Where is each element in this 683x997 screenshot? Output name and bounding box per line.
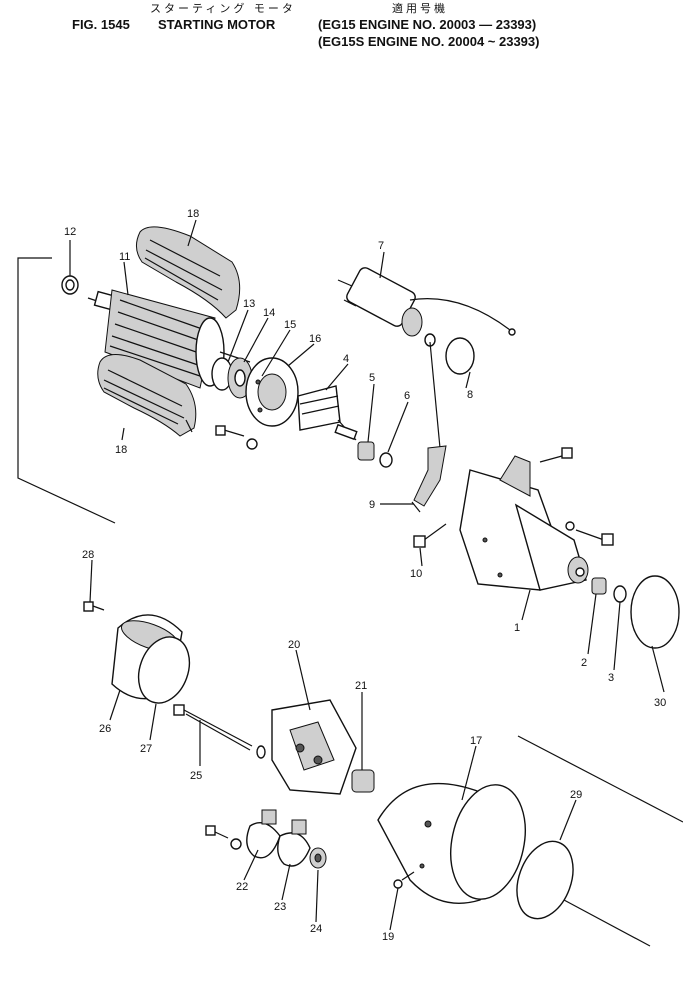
callout-24: 24 xyxy=(310,923,322,935)
pinion-clutch-part-4 xyxy=(297,385,358,441)
o-ring-part-29 xyxy=(516,840,574,920)
figure-number: FIG. 1545 xyxy=(72,17,130,32)
callout-9: 9 xyxy=(369,499,375,511)
field-coil-lower-part-18 xyxy=(97,354,197,437)
bushing-part-5 xyxy=(357,441,375,461)
callout-8: 8 xyxy=(467,389,473,401)
bushing-part-2 xyxy=(591,577,607,595)
japanese-title: スターティング モータ xyxy=(150,2,296,15)
housing-bolt-right xyxy=(565,521,614,546)
plug-part-3 xyxy=(613,585,627,603)
callout-28: 28 xyxy=(82,549,94,561)
through-bolt-part-25 xyxy=(173,704,266,759)
callout-11: 11 xyxy=(119,251,130,263)
callout-14: 14 xyxy=(263,307,275,319)
callout-18-upper: 18 xyxy=(187,208,199,220)
japanese-applicable-label: 適用号機 xyxy=(392,2,448,15)
brush-spring-part-22 xyxy=(246,809,281,859)
callout-25: 25 xyxy=(190,770,202,782)
o-ring-part-30 xyxy=(630,575,680,649)
o-ring-part-27 xyxy=(137,636,191,704)
callout-1: 1 xyxy=(514,622,520,634)
solenoid-part-7 xyxy=(337,267,516,347)
bushing-part-21 xyxy=(351,769,375,793)
applicability-line-1: (EG15 ENGINE NO. 20003 — 23393) xyxy=(318,17,537,32)
callout-23: 23 xyxy=(274,901,286,913)
bolt-part-10 xyxy=(413,523,447,548)
field-coil-upper-part-18 xyxy=(136,226,241,319)
yoke-group-bracket-bottom xyxy=(563,899,651,947)
yoke-group-bracket-top xyxy=(517,735,683,823)
washer-part-12-hole xyxy=(65,279,75,291)
screw-part-28 xyxy=(83,601,105,612)
brush-spring-part-23 xyxy=(277,819,311,867)
callout-22: 22 xyxy=(236,881,248,893)
callout-7: 7 xyxy=(378,240,384,252)
callout-29: 29 xyxy=(570,789,582,801)
callout-30: 30 xyxy=(654,697,666,709)
housing-bolt-top xyxy=(539,447,573,463)
callout-26: 26 xyxy=(99,723,111,735)
callout-13: 13 xyxy=(243,298,255,310)
callout-19: 19 xyxy=(382,931,394,943)
callout-3: 3 xyxy=(608,672,614,684)
plate-part-16 xyxy=(245,357,299,427)
callout-16: 16 xyxy=(309,333,321,345)
bolt-near-spring xyxy=(205,825,242,850)
leader-lines xyxy=(69,219,665,931)
callout-10: 10 xyxy=(410,568,422,580)
nut-part-24 xyxy=(309,847,327,869)
applicability-line-2: (EG15S ENGINE NO. 20004 ~ 23393) xyxy=(318,34,540,49)
shift-lever-part-9 xyxy=(411,341,447,513)
bolt-near-plate xyxy=(215,425,258,450)
figure-title: STARTING MOTOR xyxy=(158,17,276,32)
diagram-header: スターティング モータ 適用号機 FIG. 1545 STARTING MOTO… xyxy=(0,0,683,60)
callout-17: 17 xyxy=(470,735,482,747)
callout-18-lower: 18 xyxy=(115,444,127,456)
callout-20: 20 xyxy=(288,639,300,651)
brush-holder-part-20 xyxy=(271,699,357,795)
callout-4: 4 xyxy=(343,353,349,365)
callout-12: 12 xyxy=(64,226,76,238)
callout-15: 15 xyxy=(284,319,296,331)
o-ring-part-8 xyxy=(445,337,475,375)
armature-part-11 xyxy=(87,289,251,389)
yoke-part-17 xyxy=(377,782,526,904)
armature-group-bracket xyxy=(17,257,116,524)
callout-21: 21 xyxy=(355,680,367,692)
callout-2: 2 xyxy=(581,657,587,669)
ring-part-6 xyxy=(379,452,393,468)
drive-housing-part-1 xyxy=(459,455,589,591)
callout-6: 6 xyxy=(404,390,410,402)
callout-27: 27 xyxy=(140,743,152,755)
callout-5: 5 xyxy=(369,372,375,384)
